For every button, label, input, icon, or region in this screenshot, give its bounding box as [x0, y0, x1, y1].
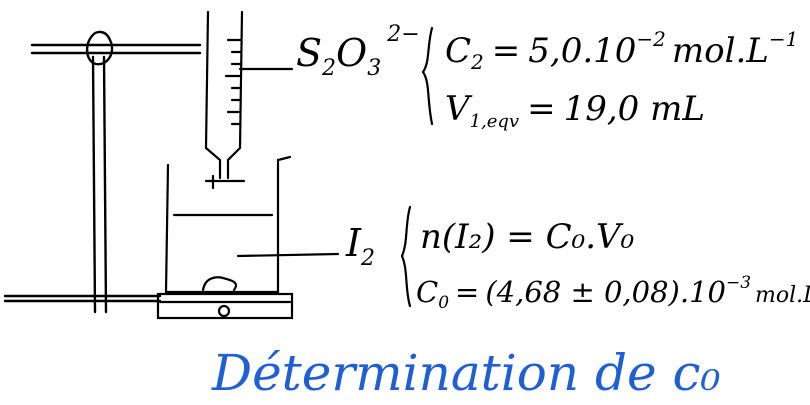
stir-bar-icon — [201, 276, 238, 292]
beaker-leader-line — [236, 252, 340, 258]
magnetic-stirrer — [156, 292, 294, 320]
support-stand — [3, 30, 202, 314]
beaker — [164, 155, 292, 294]
clamp-knob-icon — [85, 30, 114, 66]
beaker-species-label: I2 — [345, 221, 375, 271]
titrant-equivalence-volume: V1,eqv=19,0 mL — [445, 89, 705, 132]
stirrer-knob-icon — [217, 304, 231, 318]
analyte-brace — [400, 205, 412, 308]
burette-species-label: S2O32− — [296, 22, 420, 81]
titrant-brace — [421, 26, 434, 126]
caption: Détermination de c₀ — [211, 344, 721, 402]
analyte-relation: n(I₂) = C₀.V₀ — [420, 217, 635, 257]
burette — [204, 10, 246, 190]
